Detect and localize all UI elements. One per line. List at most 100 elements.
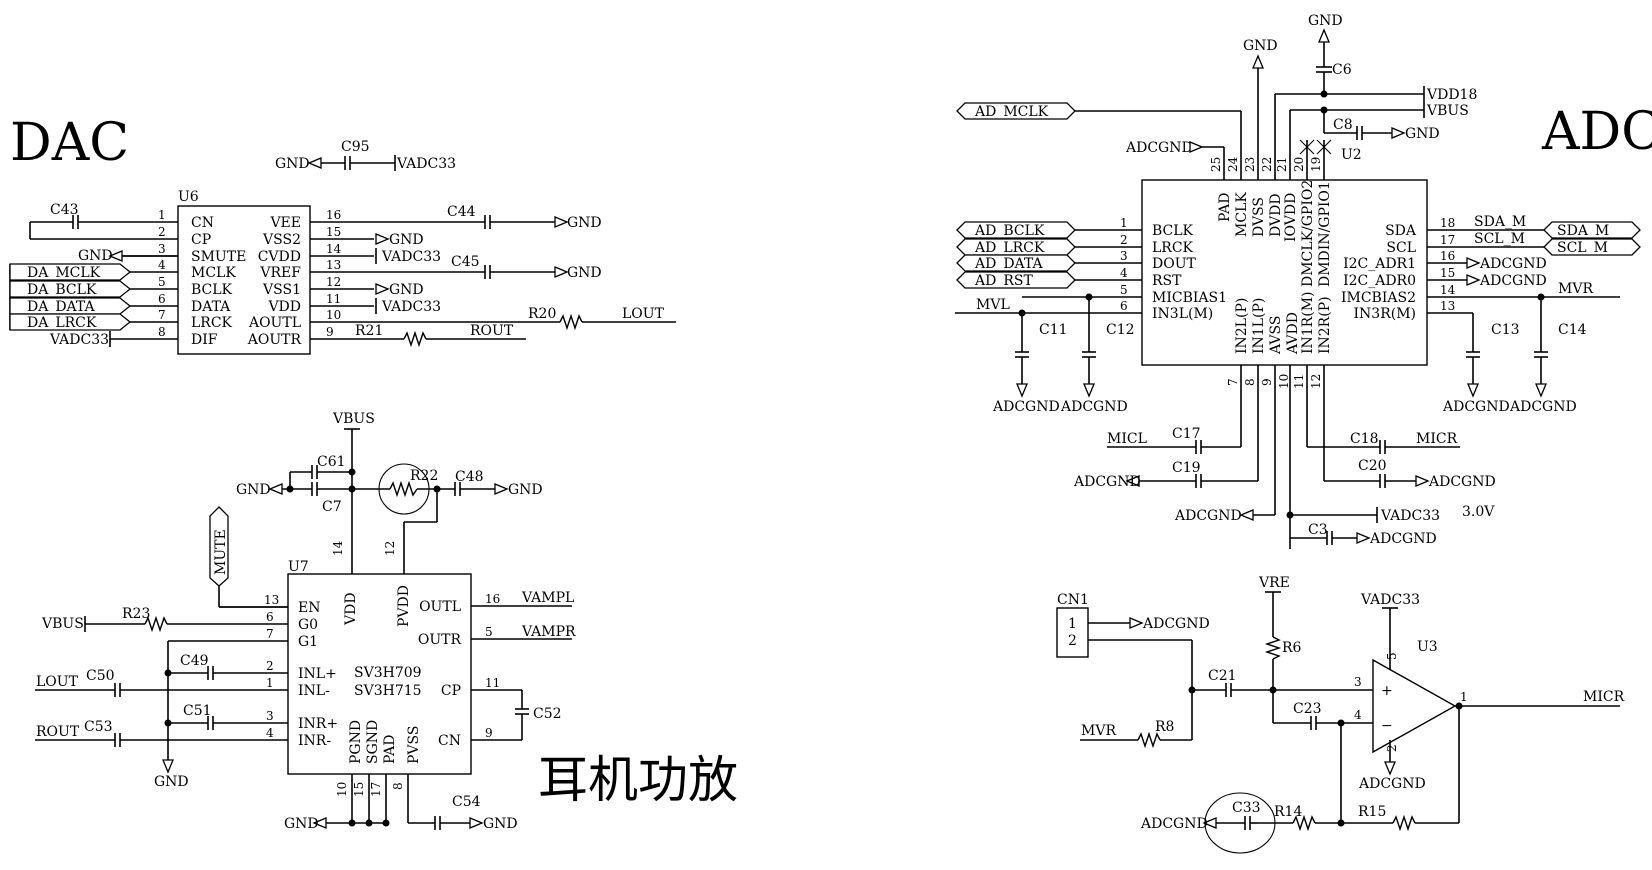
r20-label: R20 bbox=[528, 306, 556, 322]
pin-num: 9 bbox=[326, 325, 334, 339]
gnd-arrow bbox=[1252, 54, 1264, 69]
pin-name: INR+ bbox=[298, 716, 338, 732]
gnd-label: GND bbox=[1405, 126, 1440, 142]
port-da-lrck[interactable] bbox=[9, 313, 132, 331]
vadc33-label: VADC33 bbox=[1380, 508, 1440, 524]
gnd-arrow bbox=[1189, 141, 1204, 153]
pin-num: 23 bbox=[1243, 157, 1257, 172]
gnd-label: GND bbox=[236, 482, 271, 498]
pin-name: VDD bbox=[343, 592, 359, 626]
pin-num: 3 bbox=[266, 709, 274, 723]
adcgnd-label: ADCGND bbox=[1142, 616, 1210, 632]
pin-num: 16 bbox=[1440, 249, 1455, 263]
adcgnd-label: ADCGND bbox=[1442, 399, 1510, 415]
c7-label: C7 bbox=[322, 499, 342, 515]
gnd-label: GND bbox=[154, 774, 189, 790]
vbus-label: VBUS bbox=[332, 411, 375, 427]
cn1-label: CN1 bbox=[1057, 592, 1089, 608]
gnd-label: GND bbox=[284, 816, 319, 832]
pin-name: LRCK bbox=[191, 315, 233, 331]
gnd-arrow bbox=[469, 817, 484, 829]
u6-right-pins: 16 15 14 13 12 11 10 9 VEE VSS2 CVDD VRE… bbox=[247, 208, 374, 348]
c19-label: C19 bbox=[1172, 460, 1201, 476]
gnd-arrow bbox=[375, 233, 390, 245]
c49-label: C49 bbox=[180, 653, 209, 669]
pin-num: 12 bbox=[326, 275, 341, 289]
u6-chip[interactable] bbox=[177, 205, 311, 355]
r6-label: R6 bbox=[1282, 640, 1302, 656]
u7-chip[interactable] bbox=[287, 573, 472, 775]
adc-section: GND C6 GND C8 GND VDD18 VBUS AD_MCLK bbox=[955, 13, 1641, 549]
mute-label: MUTE bbox=[213, 529, 229, 575]
vampl-label: VAMPL bbox=[521, 590, 574, 606]
pin-name: SCL bbox=[1386, 240, 1416, 256]
pin-num: 17 bbox=[1440, 233, 1455, 247]
pin-num: 4 bbox=[266, 726, 274, 740]
pin-num: 4 bbox=[1354, 708, 1362, 722]
vadc33-label: VADC33 bbox=[49, 332, 109, 348]
port-label: AD_MCLK bbox=[974, 104, 1049, 120]
pin-name: AOUTR bbox=[247, 332, 302, 348]
gnd-arrow bbox=[268, 483, 283, 495]
port-da-data[interactable] bbox=[9, 297, 132, 315]
gnd-label: GND bbox=[389, 282, 424, 298]
pin-num: 1 bbox=[266, 676, 274, 690]
adcgnd-label: ADCGND bbox=[1125, 140, 1193, 156]
u2-chip[interactable] bbox=[1141, 179, 1428, 366]
c3-label: C3 bbox=[1308, 522, 1328, 538]
pin-num: 8 bbox=[1243, 378, 1257, 386]
c21-label: C21 bbox=[1208, 668, 1237, 684]
pin-name: SDA bbox=[1385, 223, 1417, 239]
lout-label: LOUT bbox=[36, 674, 79, 690]
pin-name: OUTL bbox=[419, 599, 461, 615]
port-sda-m[interactable] bbox=[1543, 221, 1641, 239]
port-da-mclk[interactable] bbox=[9, 263, 132, 281]
pin-name: OUTR bbox=[418, 632, 462, 648]
pin-num: 5 bbox=[1120, 283, 1128, 297]
c53-label: C53 bbox=[84, 719, 113, 735]
pin-num: 15 bbox=[352, 782, 366, 797]
pin-num: 1 bbox=[158, 208, 166, 222]
pin-name: VDD bbox=[267, 299, 301, 315]
c14-label: C14 bbox=[1558, 322, 1587, 338]
gnd-arrow bbox=[1129, 617, 1144, 629]
pin-num: 7 bbox=[158, 308, 166, 322]
u3-opamp[interactable] bbox=[1372, 658, 1457, 754]
pin-num: 25 bbox=[1209, 157, 1223, 172]
pin-name: I2C_ADR1 bbox=[1343, 256, 1416, 272]
r21-label: R21 bbox=[355, 323, 383, 339]
gnd-arrow bbox=[1466, 274, 1481, 286]
amp-section: VBUS GND C61 C7 R22 C48 GND bbox=[35, 411, 576, 832]
port-da-bclk[interactable] bbox=[9, 280, 132, 298]
vadc33-label: VADC33 bbox=[1360, 592, 1420, 608]
pin-name: BCLK bbox=[1152, 223, 1194, 239]
rout-label: ROUT bbox=[470, 323, 514, 339]
vbus-label: VBUS bbox=[1426, 103, 1469, 119]
port-label: SCL_M bbox=[1557, 240, 1608, 256]
pin-num: 12 bbox=[383, 541, 397, 556]
pin-name: INL- bbox=[298, 683, 330, 699]
pin-name: VSS2 bbox=[262, 232, 301, 248]
r8-label: R8 bbox=[1155, 719, 1174, 735]
port-scl-m[interactable] bbox=[1543, 238, 1641, 256]
port-label: SDA_M bbox=[1557, 223, 1609, 239]
dac-ports: DA_MCLK DA_BCLK DA_DATA DA_LRCK bbox=[9, 263, 132, 331]
c11-label: C11 bbox=[1039, 322, 1068, 338]
pin-num: 24 bbox=[1226, 156, 1240, 172]
u2-ref: U2 bbox=[1341, 147, 1362, 163]
port-label: DA_MCLK bbox=[27, 265, 101, 281]
c51-label: C51 bbox=[183, 703, 212, 719]
pin-num: 11 bbox=[326, 292, 341, 306]
gnd-arrow bbox=[494, 483, 509, 495]
pin-name: IN3L(M) bbox=[1152, 306, 1213, 322]
adcgnd-label: ADCGND bbox=[1073, 474, 1141, 490]
pin-num: 8 bbox=[158, 325, 166, 339]
c43-label: C43 bbox=[50, 202, 79, 218]
gnd-label: GND bbox=[567, 215, 602, 231]
pin-name: DMDIN/GPIO1 bbox=[1317, 181, 1333, 287]
pin-num: 3 bbox=[1354, 675, 1362, 689]
pin-name: DATA bbox=[191, 299, 231, 315]
pin-num: 6 bbox=[1120, 299, 1128, 313]
r22-label: R22 bbox=[410, 468, 438, 484]
cn1-connector[interactable] bbox=[1056, 607, 1089, 658]
